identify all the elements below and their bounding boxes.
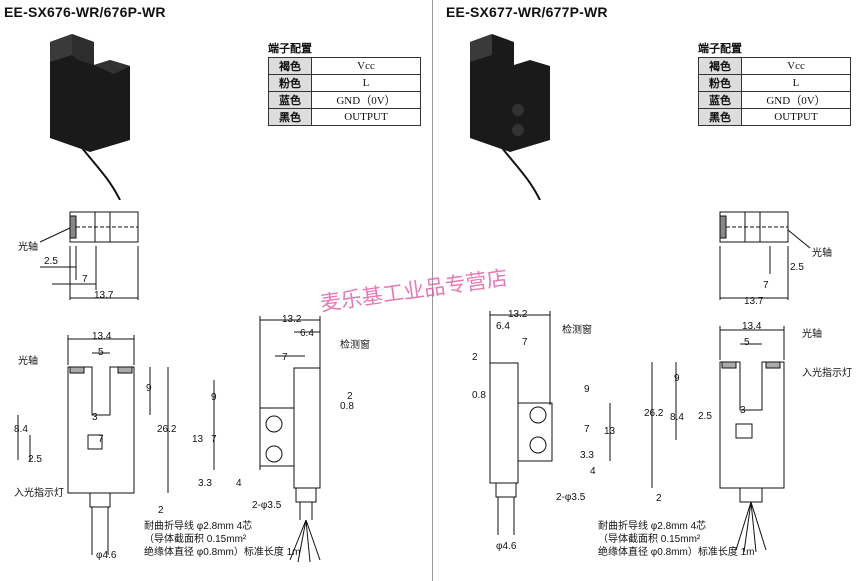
- dim-3-r: 3: [740, 405, 746, 416]
- dim-2: 2: [158, 505, 164, 516]
- right-model-title: EE-SX677-WR/677P-WR: [446, 4, 608, 20]
- dim-2-5: 2.5: [44, 256, 58, 267]
- dim-13-2-r: 13.2: [508, 309, 528, 320]
- dim-13-r: 13: [604, 426, 616, 437]
- left-front-view: [17, 335, 169, 555]
- dim-8-4-r: 8.4: [670, 412, 684, 423]
- right-detect-window-label: 检测窗: [562, 325, 592, 336]
- right-cable-note: 耐曲折导线 φ2.8mm 4芯 （导体截面积 0.15mm² 绝缘体直径 φ0.…: [598, 521, 755, 558]
- left-pin-table-title: 端子配置: [268, 43, 312, 55]
- dim-13-4-r: 13.4: [742, 321, 762, 332]
- dim-2-r: 2: [472, 352, 478, 363]
- dim-5: 5: [98, 347, 104, 358]
- dim-7-r2: 7: [522, 337, 528, 348]
- dim-2-5b: 2.5: [28, 454, 42, 465]
- left-optical-axis-label-2: 光轴: [18, 356, 38, 367]
- dim-26-2-r: 26.2: [644, 408, 664, 419]
- left-indicator-label: 入光指示灯: [14, 488, 64, 499]
- dim-8-4: 8.4: [14, 424, 28, 435]
- dim-7-r: 7: [763, 280, 769, 291]
- right-hole-label: 2-φ3.5: [556, 492, 586, 503]
- dim-13-2: 13.2: [282, 314, 302, 325]
- panel-divider: [432, 0, 433, 581]
- right-front-view: [651, 326, 785, 553]
- right-side-view: [489, 311, 611, 535]
- dim-3-3: 3.3: [198, 478, 212, 489]
- dim-9-r2: 9: [674, 373, 680, 384]
- dim-7d: 7: [211, 434, 217, 445]
- dim-13-7-r: 13.7: [744, 296, 764, 307]
- dim-2-5-r2: 2.5: [698, 411, 712, 422]
- left-hole-label: 2-φ3.5: [252, 500, 282, 511]
- right-indicator-label: 入光指示灯: [802, 368, 852, 379]
- dim-3: 3: [92, 412, 98, 423]
- left-dia-label: φ4.6: [96, 550, 117, 561]
- dim-5-r: 5: [744, 337, 750, 348]
- right-pin-table-title: 端子配置: [698, 43, 742, 55]
- dim-2-5-r: 2.5: [790, 262, 804, 273]
- dim-4-r: 4: [590, 466, 596, 477]
- dim-6-4-r: 6.4: [496, 321, 510, 332]
- dim-3-3-r: 3.3: [580, 450, 594, 461]
- right-top-view: [719, 211, 811, 300]
- left-detect-window-label: 检测窗: [340, 340, 370, 351]
- left-model-title: EE-SX676-WR/676P-WR: [4, 4, 166, 20]
- dim-4: 4: [236, 478, 242, 489]
- dim-7-r3: 7: [584, 424, 590, 435]
- left-product-photo: [50, 34, 130, 200]
- dim-9b: 9: [211, 392, 217, 403]
- dim-0-8: 0.8: [340, 401, 354, 412]
- left-top-view: [39, 211, 139, 300]
- dim-0-8-r: 0.8: [472, 390, 486, 401]
- dim-7c: 7: [282, 352, 288, 363]
- dim-13-4: 13.4: [92, 331, 112, 342]
- left-optical-axis-label: 光轴: [18, 242, 38, 253]
- left-cable-note: 耐曲折导线 φ2.8mm 4芯 （导体截面积 0.15mm² 绝缘体直径 φ0.…: [144, 521, 301, 558]
- dim-13: 13: [192, 434, 204, 445]
- dim-7: 7: [82, 274, 88, 285]
- right-optical-axis-label: 光轴: [812, 248, 832, 259]
- right-product-photo: [470, 34, 550, 200]
- left-side-view: [213, 316, 321, 563]
- dim-9: 9: [146, 383, 152, 394]
- dim-6-4: 6.4: [300, 328, 314, 339]
- right-optical-axis-label-2: 光轴: [802, 329, 822, 340]
- right-dia-label: φ4.6: [496, 541, 517, 552]
- dim-7b: 7: [98, 434, 104, 445]
- dim-2b: 2: [347, 391, 353, 402]
- dim-13-7: 13.7: [94, 290, 114, 301]
- dim-9-r: 9: [584, 384, 590, 395]
- dim-2-r2: 2: [656, 493, 662, 504]
- dim-26-2: 26.2: [157, 424, 177, 435]
